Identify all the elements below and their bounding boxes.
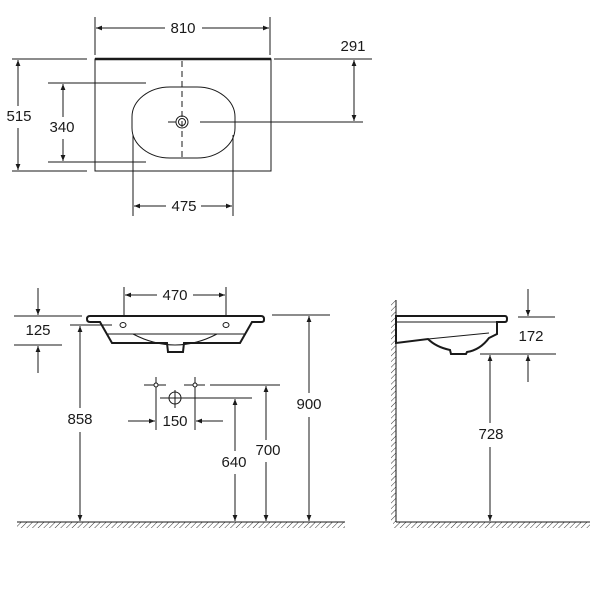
cold-supply-icon bbox=[153, 382, 159, 388]
floor-hatch bbox=[393, 522, 590, 528]
dim-tap-spacing: 470 bbox=[162, 287, 187, 304]
tap-hole-icon bbox=[119, 322, 127, 328]
bowl-line bbox=[427, 332, 490, 340]
dim-underside-height: 858 bbox=[67, 411, 92, 428]
dim-bowl-height: 125 bbox=[25, 322, 50, 339]
basin-outline-top bbox=[94, 58, 272, 172]
dim-drain-offset: 291 bbox=[340, 38, 365, 55]
dim-rim-height: 900 bbox=[296, 396, 321, 413]
wall-hatch bbox=[391, 300, 396, 522]
dim-side-underside-height: 728 bbox=[478, 426, 503, 443]
dim-width: 810 bbox=[170, 20, 195, 37]
drain-inner bbox=[178, 118, 186, 126]
floor-hatch bbox=[17, 522, 345, 528]
dim-basin-width: 475 bbox=[171, 198, 196, 215]
side-view: 172 728 bbox=[391, 289, 590, 528]
bowl-curve bbox=[132, 333, 218, 346]
dim-depth: 515 bbox=[6, 108, 31, 125]
dim-supply-height: 700 bbox=[255, 442, 280, 459]
basin-front-outline bbox=[85, 315, 265, 353]
tap-hole-icon bbox=[222, 322, 230, 328]
supply-markers bbox=[144, 377, 280, 430]
basin-side-outline bbox=[395, 315, 509, 355]
dim-basin-depth: 340 bbox=[49, 119, 74, 136]
front-view: 470 125 858 900 150 bbox=[14, 287, 345, 528]
dim-supply-spacing: 150 bbox=[162, 413, 187, 430]
dim-overall-height: 172 bbox=[518, 328, 543, 345]
top-view: 810 291 515 340 475 bbox=[6, 17, 372, 216]
dim-waste-height: 640 bbox=[221, 454, 246, 471]
hot-supply-icon bbox=[192, 382, 198, 388]
